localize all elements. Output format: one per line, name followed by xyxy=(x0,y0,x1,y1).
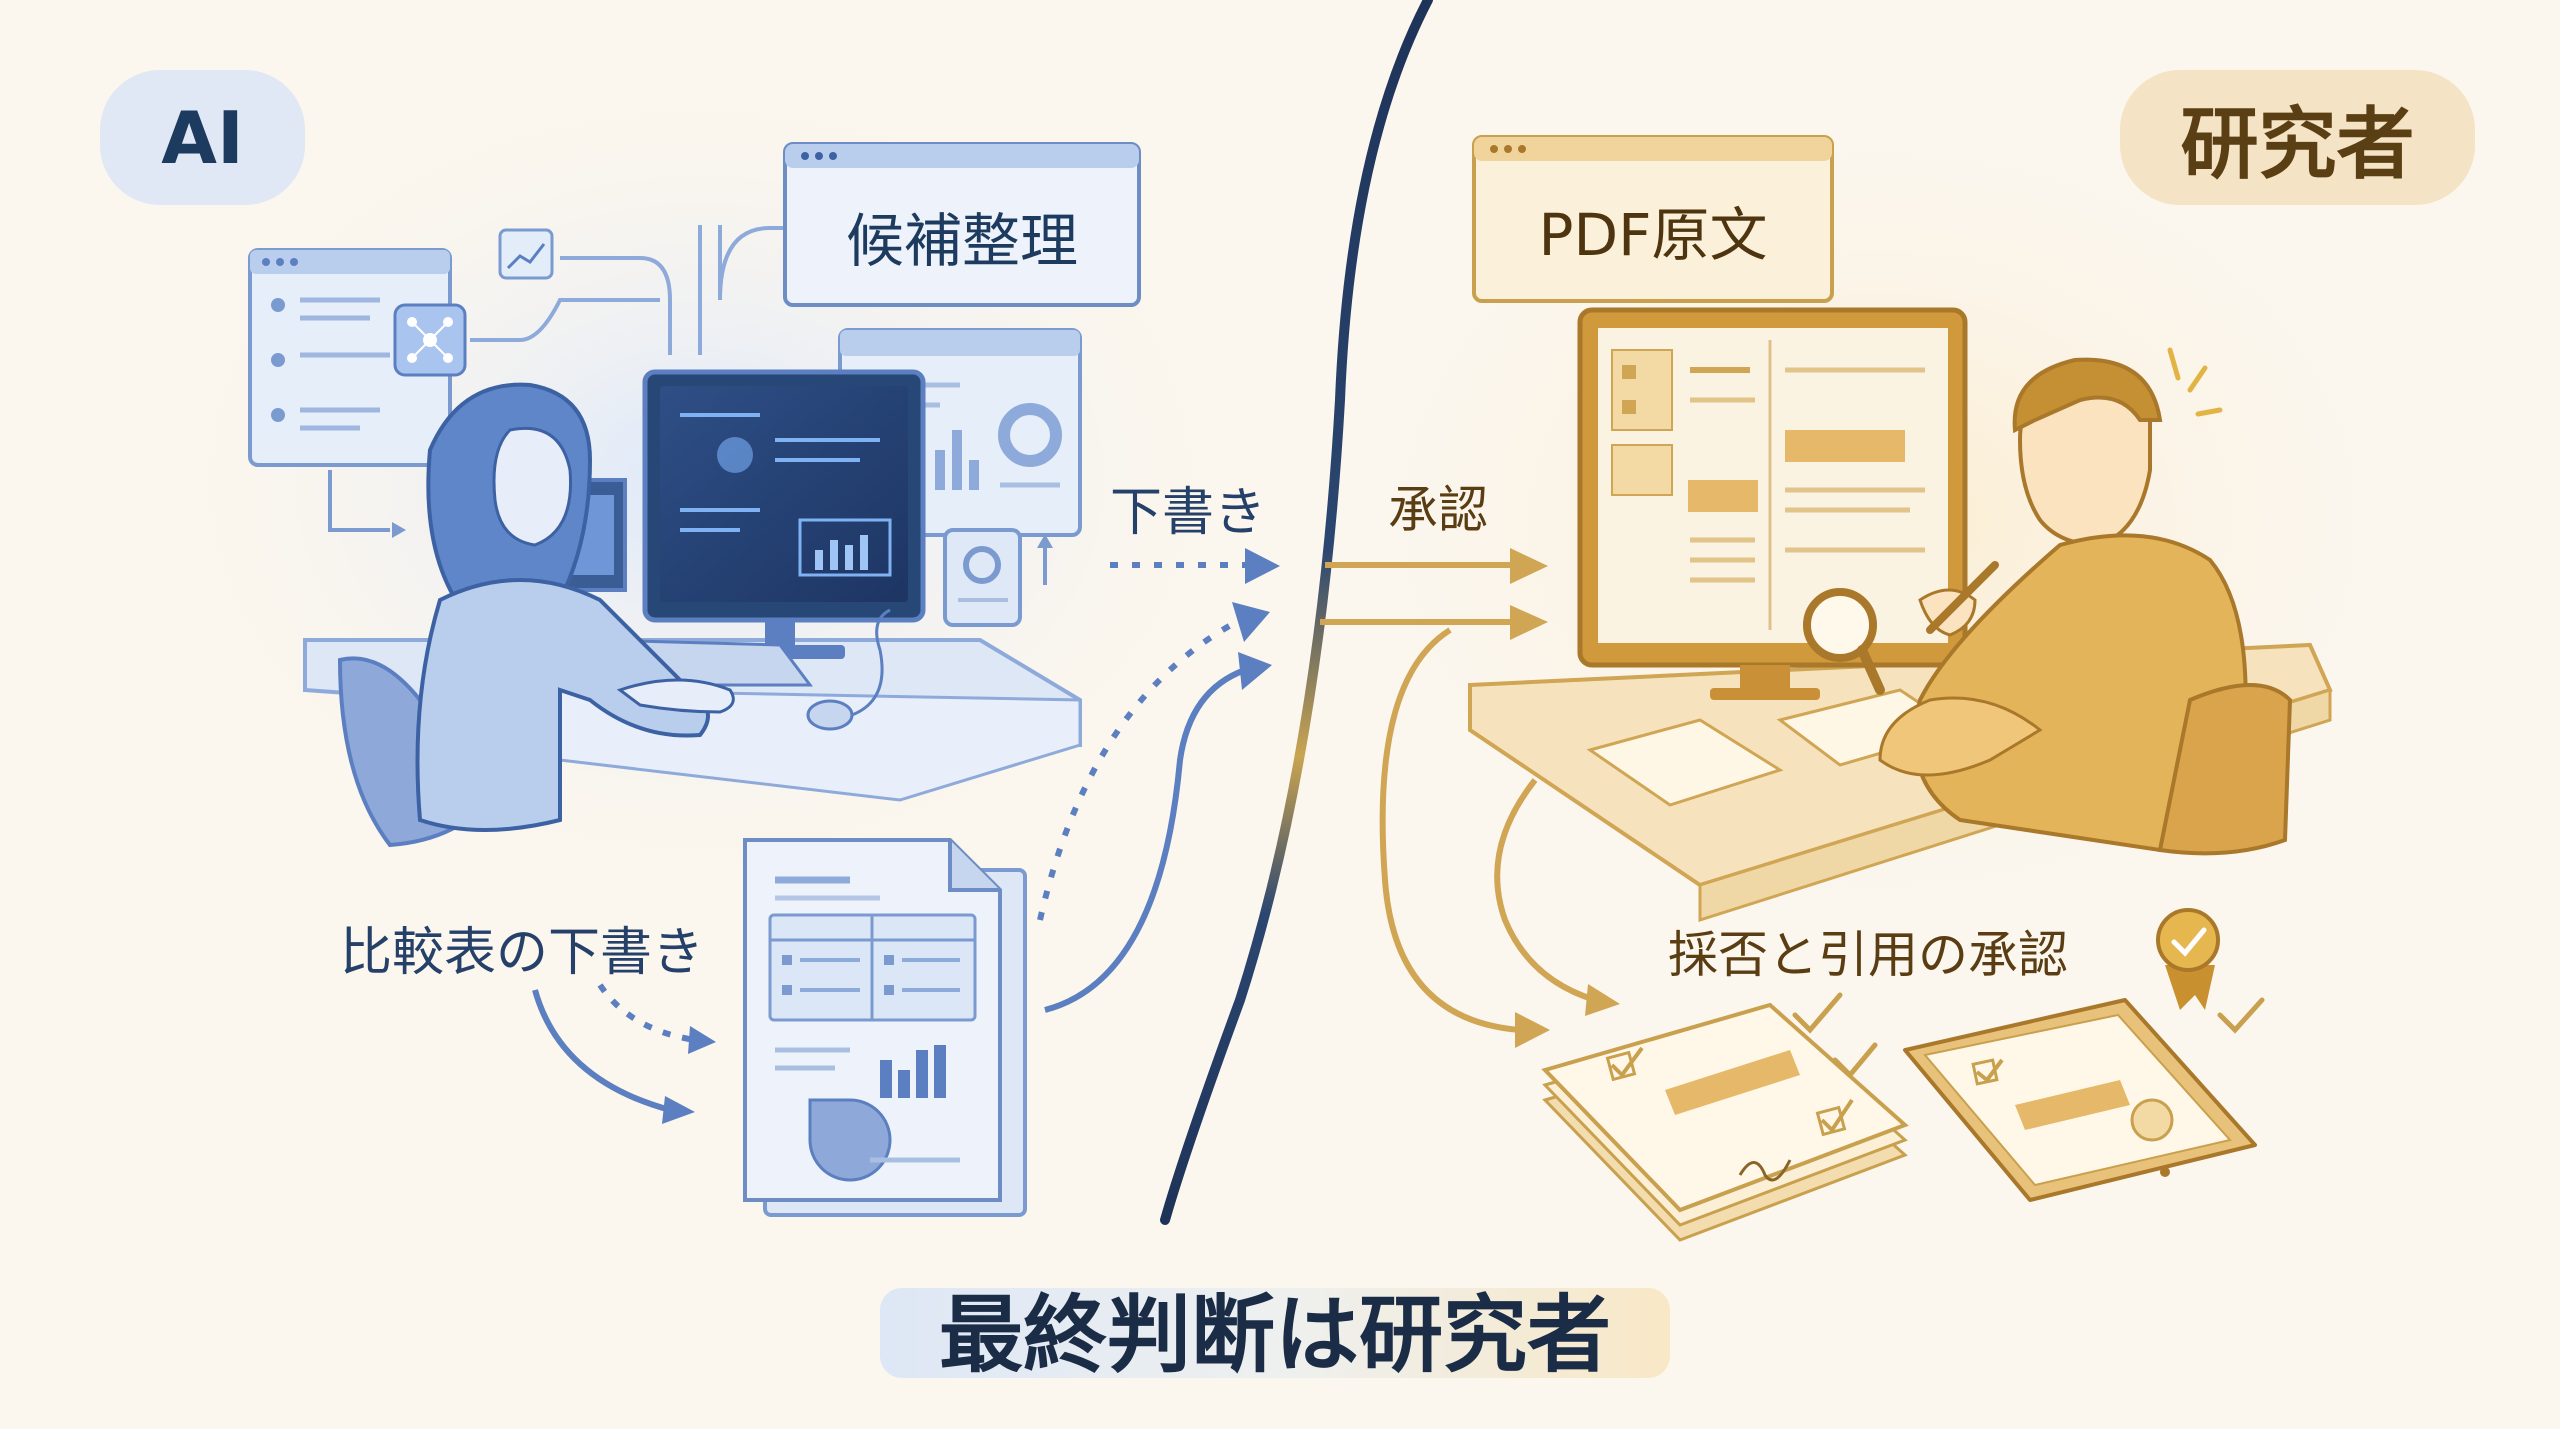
candidate-organize-window: 候補整理 xyxy=(783,142,1141,307)
approval-arrow-label: 承認 xyxy=(1388,481,1488,539)
pdf-window-titlebar xyxy=(1474,137,1832,161)
researcher-chair xyxy=(2157,683,2293,856)
candidate-organize-label: 候補整理 xyxy=(845,206,1078,275)
ai-woman-figure xyxy=(415,382,735,832)
ai-badge: AI xyxy=(100,70,305,205)
ai-floating-card xyxy=(943,528,1022,627)
pdf-original-window: PDF原文 xyxy=(1472,135,1834,303)
chart-icon xyxy=(498,228,554,280)
ai-monitor xyxy=(642,369,926,659)
award-badge-icon xyxy=(2156,908,2220,1010)
researcher-badge: 研究者 xyxy=(2120,70,2475,205)
sparkle-icon xyxy=(2167,347,2223,417)
comparison-draft-label: 比較表の下書き xyxy=(340,923,705,983)
adoption-citation-approval-label: 採否と引用の承認 xyxy=(1668,926,2068,984)
candidate-window-titlebar xyxy=(785,144,1139,168)
pen-icon xyxy=(1926,561,1999,634)
researcher-monitor xyxy=(1577,307,1968,700)
researcher-man-figure xyxy=(1878,357,2248,853)
draft-arrow-label: 下書き xyxy=(1110,483,1267,543)
center-divider xyxy=(1160,0,1433,1225)
checkmark-icon xyxy=(1792,992,2265,1079)
network-icon xyxy=(393,303,467,377)
pdf-original-label: PDF原文 xyxy=(1538,201,1768,269)
approved-tablet xyxy=(1903,998,2257,1202)
magnifier-icon xyxy=(1803,588,1885,695)
comparison-table-document xyxy=(743,838,1027,1217)
approved-papers-stack xyxy=(1541,1002,1909,1242)
footer-highlight xyxy=(880,1288,1670,1378)
footer-title: 最終判断は研究者 xyxy=(938,1286,1611,1384)
